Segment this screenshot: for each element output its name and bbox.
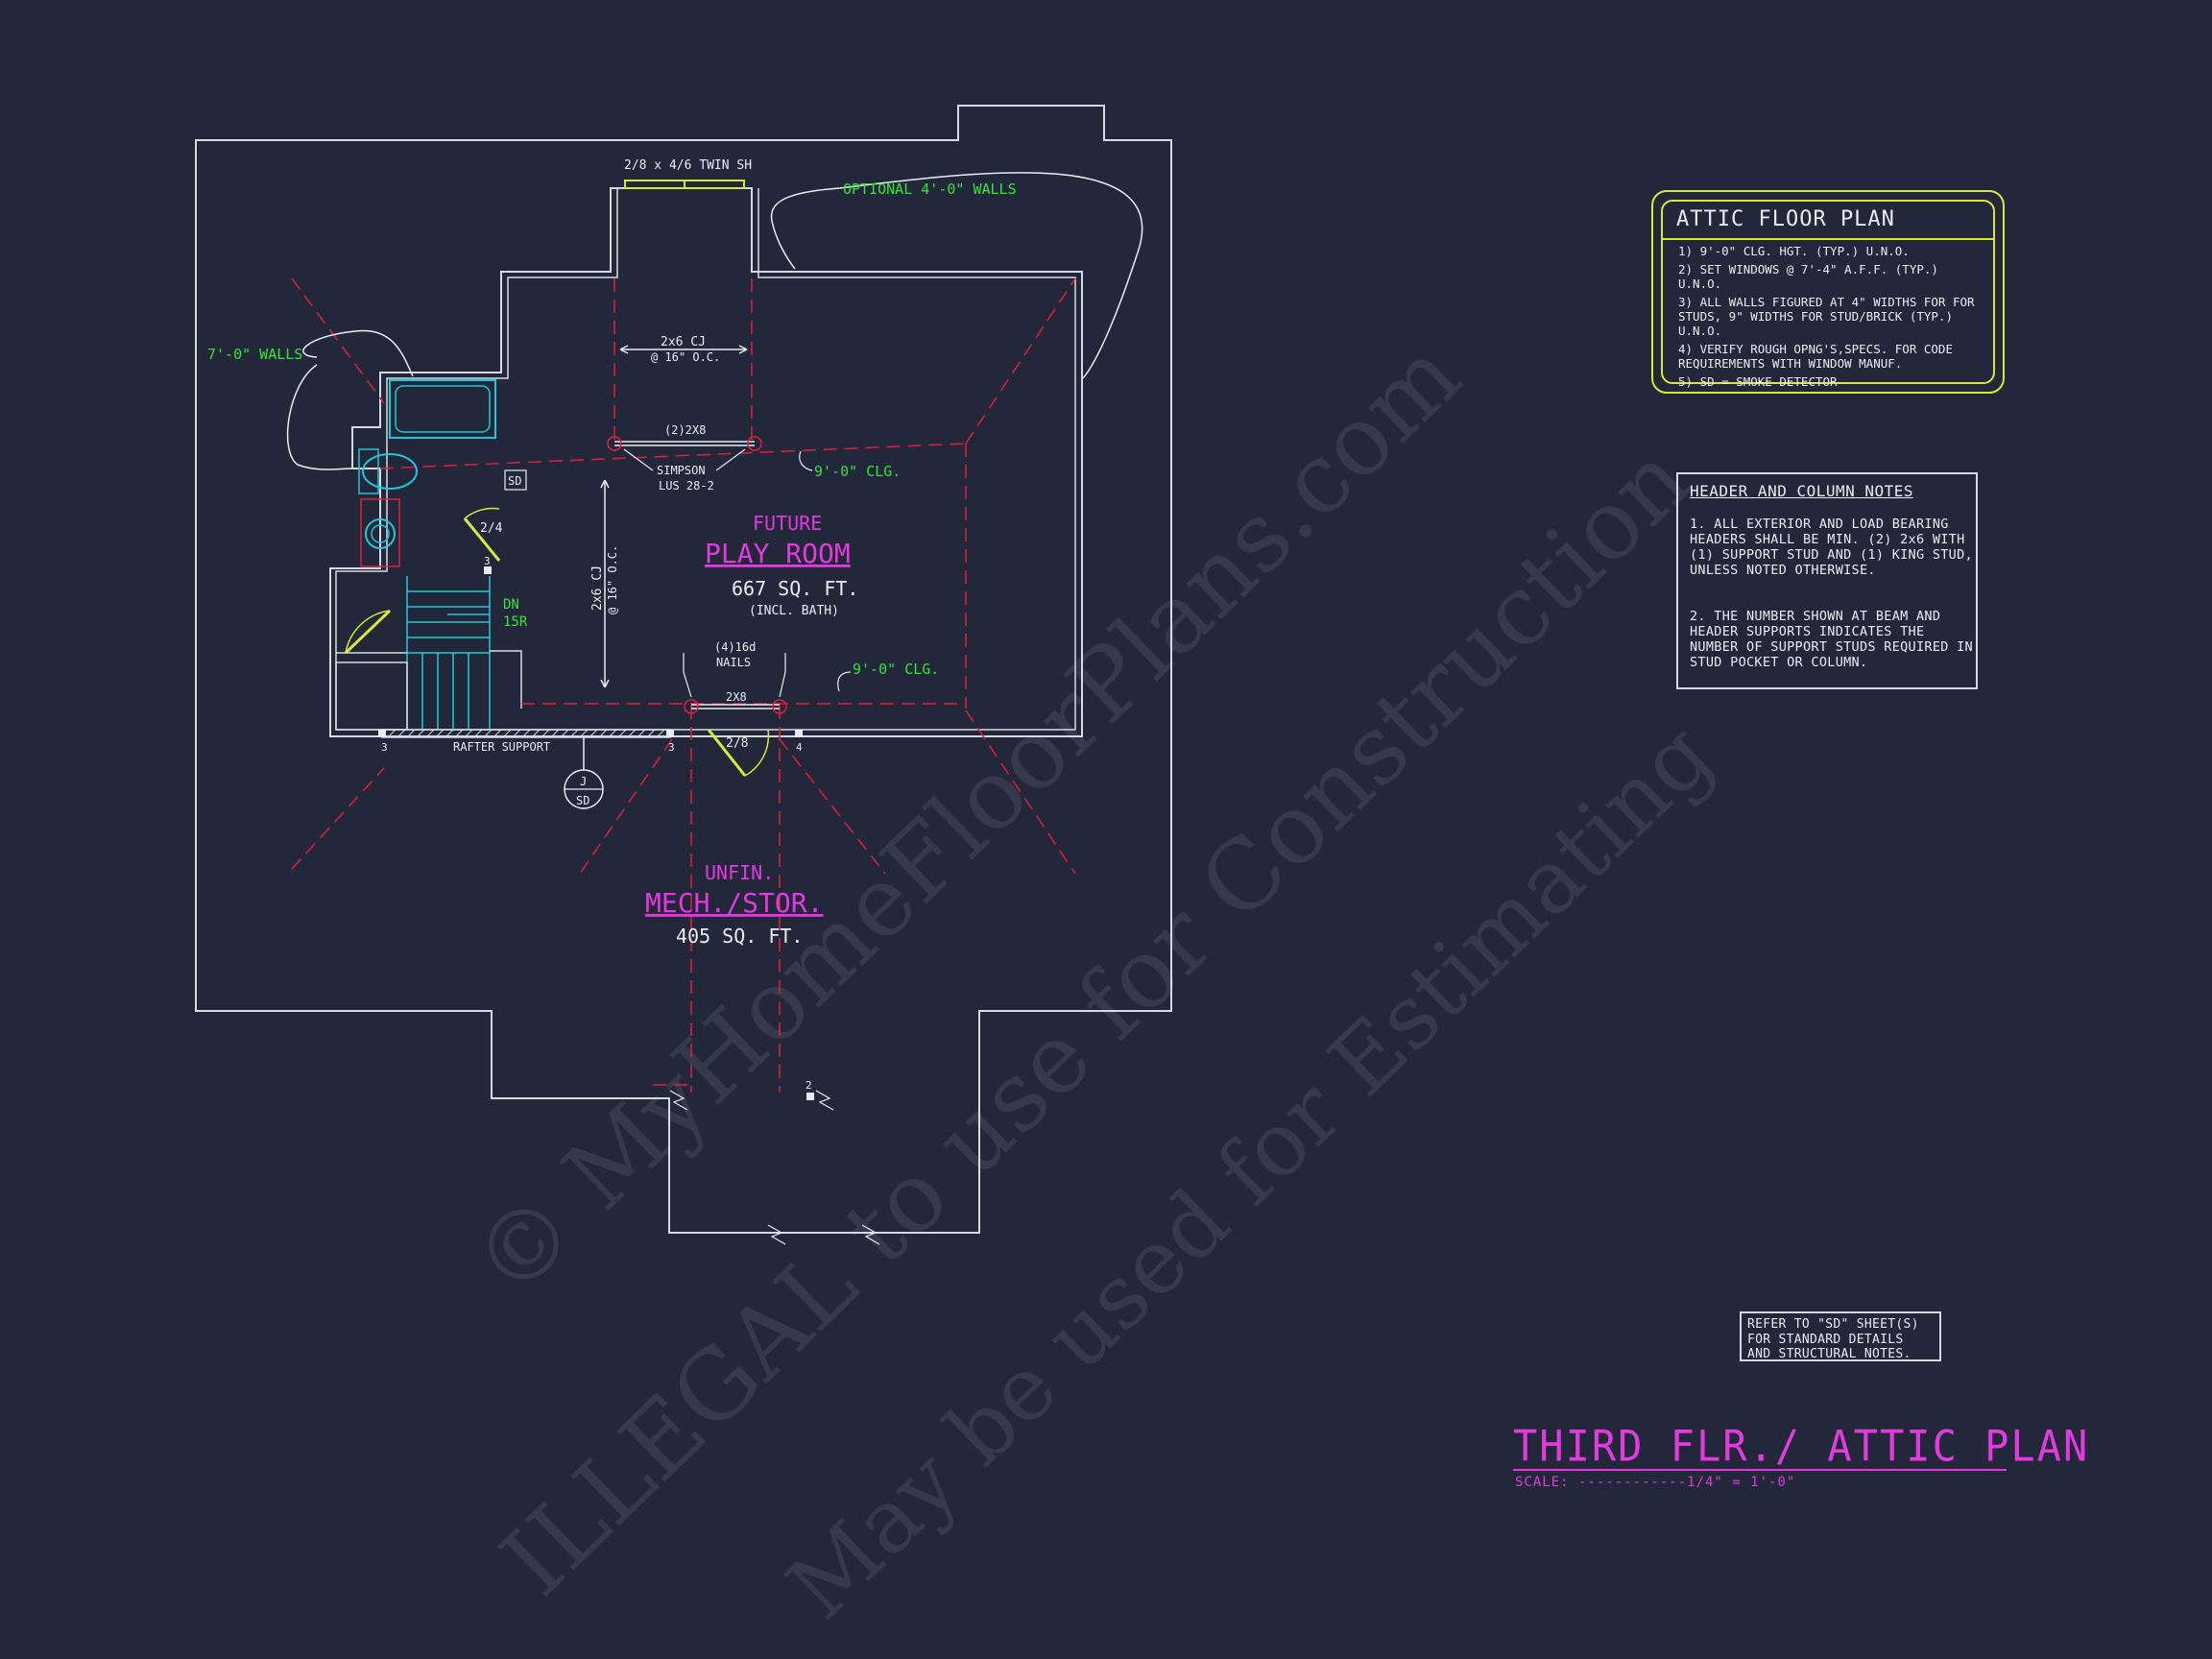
cj-vertical-spacing: @ 16" O.C. — [606, 545, 619, 614]
door-24-label: 2/4 — [480, 521, 503, 536]
sd-tag-box — [504, 469, 527, 491]
stair-risers: 15R — [503, 614, 528, 630]
attic-notes-list: 1) 9'-0" CLG. HGT. (TYP.) U.N.O. 2) SET … — [1678, 244, 1985, 393]
room2-unfin: UNFIN. — [705, 861, 774, 884]
room2-name: MECH./STOR. — [645, 887, 823, 919]
header-notes-title: HEADER AND COLUMN NOTES — [1690, 482, 1914, 500]
sd-sheet-reference: REFER TO "SD" SHEET(S) FOR STANDARD DETA… — [1740, 1311, 1941, 1361]
stud-2: 2 — [805, 1079, 812, 1092]
room1-name: PLAY ROOM — [705, 538, 851, 569]
stud-4: 4 — [796, 741, 803, 754]
stair-dn: DN — [503, 597, 519, 613]
attic-floor-plan-notes: ATTIC FLOOR PLAN 1) 9'-0" CLG. HGT. (TYP… — [1651, 190, 2005, 394]
header-note-2: 2. THE NUMBER SHOWN AT BEAM AND HEADER S… — [1690, 609, 1973, 670]
room1-future: FUTURE — [753, 512, 822, 535]
header-note-1: 1. ALL EXTERIOR AND LOAD BEARING HEADERS… — [1690, 517, 1973, 578]
detector-j: J — [580, 775, 587, 788]
walls-7ft-label: 7'-0" WALLS — [207, 346, 302, 363]
stair — [406, 576, 491, 730]
plan-scale: SCALE: ------------1/4" = 1'-0" — [1515, 1475, 1796, 1490]
cj-vertical-label: 2x6 CJ — [590, 565, 605, 611]
header-column-notes: HEADER AND COLUMN NOTES 1. ALL EXTERIOR … — [1676, 472, 1978, 689]
stud-3-c: 3 — [668, 741, 675, 754]
nails-label: (4)16d — [714, 640, 756, 654]
attic-note-item: 1) 9'-0" CLG. HGT. (TYP.) U.N.O. — [1678, 244, 1910, 258]
room1-area: 667 SQ. FT. — [732, 577, 858, 600]
roof-hip-lines — [291, 277, 1076, 1093]
water-heater — [365, 518, 396, 549]
attic-note-item: 4) VERIFY ROUGH OPNG'S,SPECS. FOR CODE R… — [1678, 342, 1953, 371]
room2-area: 405 SQ. FT. — [676, 925, 803, 948]
nails-label-2: NAILS — [716, 656, 751, 669]
attic-note-item: 5) SD = SMOKE DETECTOR — [1678, 374, 1838, 389]
play-room-walls-inner — [335, 188, 1076, 731]
walls-7ft-leader — [302, 329, 414, 377]
sd-tag: SD — [508, 474, 521, 488]
simpson-model: LUS 28-2 — [659, 479, 714, 493]
attic-notes-title: ATTIC FLOOR PLAN — [1676, 207, 1895, 231]
beam-2x8-label: 2X8 — [726, 690, 747, 704]
attic-outline — [195, 105, 1172, 1234]
optional-walls-leader — [838, 172, 1143, 379]
attic-notes-frame: ATTIC FLOOR PLAN 1) 9'-0" CLG. HGT. (TYP… — [1661, 200, 1995, 389]
cj-top-label: 2x6 CJ — [661, 335, 706, 349]
room1-note: (INCL. BATH) — [749, 604, 839, 618]
play-room-walls — [329, 187, 1083, 737]
window-label: 2/8 x 4/6 TWIN SH — [624, 158, 752, 173]
detector-sd: SD — [576, 794, 589, 807]
bathtub — [389, 379, 496, 439]
clg-label-b: 9'-0" CLG. — [853, 661, 939, 678]
stud-3-a: 3 — [484, 555, 491, 567]
rafter-support-label: RAFTER SUPPORT — [453, 740, 550, 754]
plan-title: THIRD FLR./ ATTIC PLAN — [1513, 1421, 2090, 1472]
attic-note-item: 3) ALL WALLS FIGURED AT 4" WIDTHS FOR FO… — [1678, 295, 1975, 338]
stud-3-b: 3 — [381, 741, 388, 754]
simpson-label: SIMPSON — [657, 464, 706, 477]
attic-notes-rule — [1663, 238, 1993, 240]
beam-double-label: (2)2X8 — [664, 423, 706, 437]
cj-top-spacing: @ 16" O.C. — [651, 350, 720, 364]
clg-label-a: 9'-0" CLG. — [814, 463, 901, 480]
attic-note-item: 2) SET WINDOWS @ 7'-4" A.F.F. (TYP.) U.N… — [1678, 262, 1938, 291]
door-28-label: 2/8 — [726, 736, 748, 751]
optional-walls-label: OPTIONAL 4'-0" WALLS — [843, 180, 1017, 198]
toilet — [358, 448, 379, 494]
sd-reference-text: REFER TO "SD" SHEET(S) FOR STANDARD DETA… — [1747, 1317, 1919, 1361]
title-underline — [1513, 1469, 2007, 1471]
